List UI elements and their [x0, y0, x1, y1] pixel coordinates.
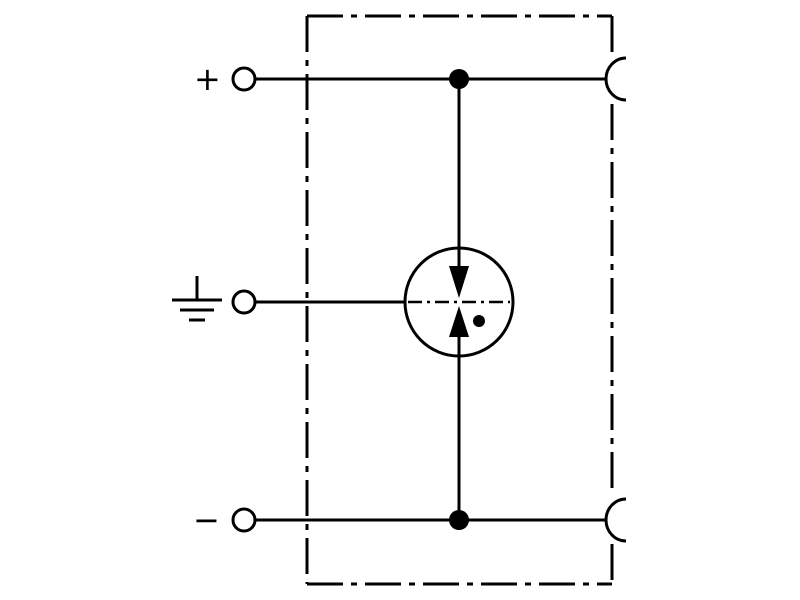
terminal-ground[interactable] [231, 289, 257, 315]
enclosure-outline [305, 14, 614, 586]
upper-arrowhead-icon [449, 266, 469, 298]
ground-icon [172, 276, 222, 322]
output-connector-negative[interactable] [604, 497, 627, 543]
wiring [256, 77, 612, 522]
gas-discharge-tube-icon [403, 246, 515, 358]
output-connector-positive[interactable] [604, 56, 627, 102]
lower-arrowhead-icon [449, 306, 469, 337]
junction-positive [449, 69, 469, 89]
gas-fill-dot-icon [473, 315, 485, 327]
terminal-positive[interactable] [231, 66, 257, 92]
terminal-label-positive: + [194, 60, 221, 98]
terminal-negative[interactable] [231, 507, 257, 533]
terminal-label-negative: − [193, 501, 220, 539]
junction-negative [449, 510, 469, 530]
